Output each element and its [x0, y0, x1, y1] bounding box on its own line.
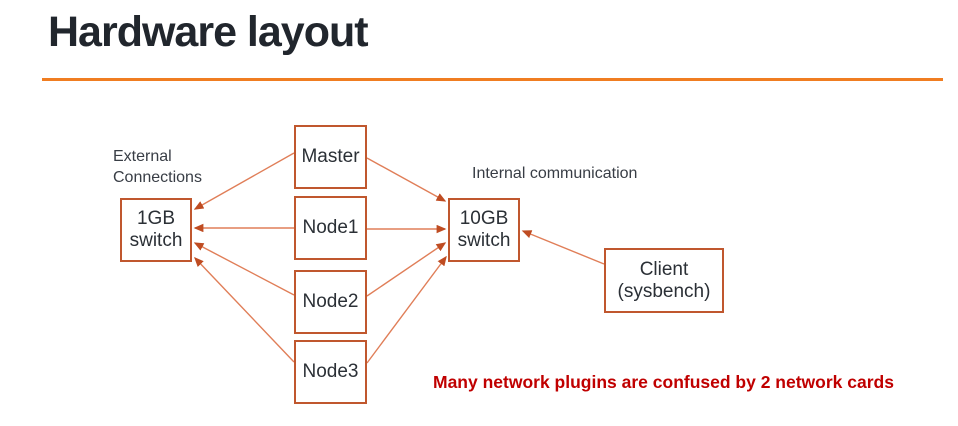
- switch-box-1gb-line2: switch: [129, 230, 183, 251]
- client-box: Client (sysbench): [604, 248, 724, 313]
- node-box-master-label: Master: [301, 146, 360, 167]
- external-connections-label: External Connections: [113, 146, 202, 188]
- switch-box-1gb: 1GB switch: [120, 198, 192, 262]
- node-box-node1: Node1: [294, 196, 367, 260]
- switch-box-1gb-line1: 1GB: [136, 208, 176, 229]
- title-accent-rule: [42, 78, 943, 81]
- page-title: Hardware layout: [48, 8, 369, 56]
- node-box-node3-label: Node3: [302, 361, 359, 382]
- node-box-master: Master: [294, 125, 367, 189]
- node-box-node1-label: Node1: [302, 217, 359, 238]
- node-box-node2-label: Node2: [302, 291, 359, 312]
- external-connections-line2: Connections: [113, 169, 202, 186]
- external-connections-line1: External: [113, 148, 172, 165]
- node-box-node2: Node2: [294, 270, 367, 334]
- node-box-node3: Node3: [294, 340, 367, 404]
- client-box-line2: (sysbench): [617, 280, 711, 302]
- arrow-node2-to-10gb-switch: [366, 242, 447, 297]
- arrow-master-to-1gb-switch: [193, 152, 295, 210]
- switch-box-10gb-line2: switch: [457, 230, 511, 251]
- switch-box-10gb: 10GB switch: [448, 198, 520, 262]
- arrow-node3-to-1gb-switch: [194, 256, 295, 363]
- arrow-node2-to-1gb-switch: [193, 242, 295, 296]
- arrow-master-to-10gb-switch: [366, 157, 447, 202]
- warning-note: Many network plugins are confused by 2 n…: [433, 372, 894, 392]
- switch-box-10gb-line1: 10GB: [459, 208, 509, 229]
- client-box-line1: Client: [639, 258, 689, 280]
- arrow-node3-to-10gb-switch: [366, 255, 447, 364]
- internal-communication-label: Internal communication: [472, 165, 638, 182]
- arrow-client-to-10gb-switch: [521, 230, 605, 265]
